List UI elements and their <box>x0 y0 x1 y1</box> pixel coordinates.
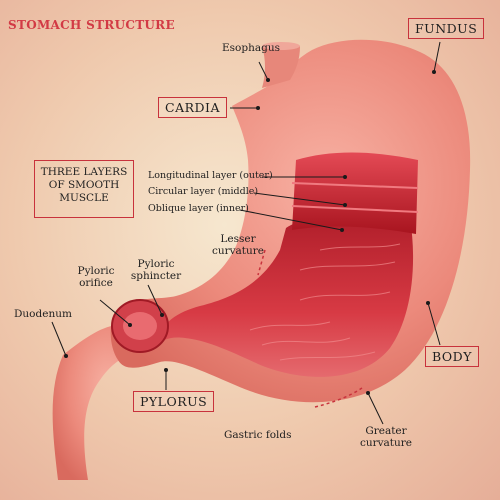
pylorus-box: PYLORUS <box>133 391 215 412</box>
lesser-curvature-label: Lesser curvature <box>211 233 265 258</box>
greater-curvature-leader <box>367 392 384 425</box>
gastric-folds-label: Gastric folds <box>224 429 292 441</box>
cardia-box: CARDIA <box>158 97 227 118</box>
body-leader <box>427 302 441 346</box>
oblique-leader <box>239 209 343 231</box>
circular-layer-label: Circular layer (middle) <box>148 186 259 197</box>
pyloric-sphincter-leader <box>147 284 163 316</box>
diagram-title: STOMACH STRUCTURE <box>8 18 175 32</box>
esophagus-leader <box>258 61 269 81</box>
duodenum-leader <box>51 321 67 357</box>
inner-cavity <box>156 215 414 377</box>
duodenum-label: Duodenum <box>14 308 72 320</box>
oblique-layer-label: Oblique layer (inner) <box>148 203 249 214</box>
longitudinal-layer-label: Longitudinal layer (outer) <box>148 170 273 181</box>
body-box: BODY <box>425 346 479 367</box>
lesser-curvature-marker <box>257 249 266 276</box>
pyloric-sphincter-label: Pyloric sphincter <box>130 258 182 283</box>
pyloric-orifice-leader <box>99 299 131 326</box>
greater-curvature-label: Greater curvature <box>359 425 413 450</box>
three-layers-box: THREE LAYERS OF SMOOTH MUSCLE <box>34 160 134 218</box>
muscle-layer-band <box>292 152 418 234</box>
esophagus-shape <box>262 46 300 88</box>
fundus-leader <box>433 41 441 73</box>
gastric-folds-texture <box>249 243 401 361</box>
circular-leader <box>253 192 346 206</box>
fundus-box: FUNDUS <box>408 18 485 39</box>
pyloric-orifice-label: Pyloric orifice <box>77 265 115 290</box>
esophagus-label: Esophagus <box>222 42 280 54</box>
duodenum-shape <box>52 325 145 480</box>
